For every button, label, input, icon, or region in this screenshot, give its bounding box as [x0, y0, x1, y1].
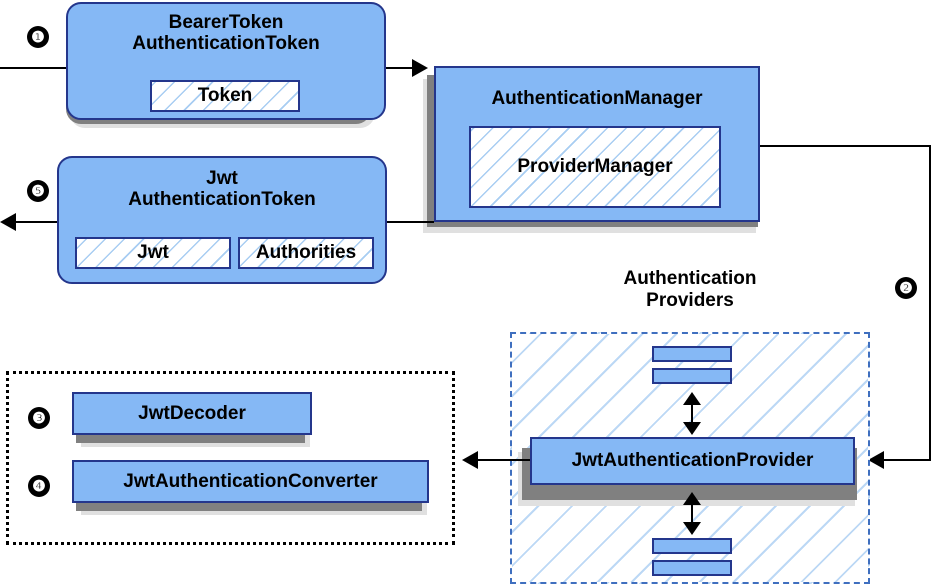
step-badge-1: ❶ — [27, 26, 49, 48]
incoming-request-line — [0, 67, 80, 69]
peer-provider-bar-3[interactable] — [652, 538, 732, 554]
peer-provider-bar-4[interactable] — [652, 560, 732, 576]
node-jwt-decoder-title: JwtDecoder — [138, 402, 246, 424]
peer-provider-bar-1[interactable] — [652, 346, 732, 362]
node-jwt-authentication-converter[interactable]: JwtAuthenticationConverter — [72, 460, 429, 503]
slot-authorities[interactable]: Authorities — [238, 237, 374, 269]
provider-link-arrow-down-top — [683, 422, 701, 435]
manager-to-provider-arrowhead — [868, 451, 884, 469]
node-bearer-token-title: BearerToken AuthenticationToken — [132, 12, 320, 55]
manager-to-provider-line-bottom — [884, 459, 930, 461]
step-badge-2: ❷ — [895, 277, 917, 299]
node-authentication-manager-title: AuthenticationManager — [491, 88, 703, 109]
provider-link-line-bottom — [691, 498, 693, 528]
manager-to-provider-line-vertical — [929, 145, 931, 461]
provider-link-line-top — [691, 398, 693, 428]
node-jwt-authentication-provider[interactable]: JwtAuthenticationProvider — [530, 437, 855, 485]
node-jwt-converter-title: JwtAuthenticationConverter — [123, 470, 378, 492]
manager-to-provider-line-top — [760, 145, 930, 147]
provider-to-support-line — [478, 459, 530, 461]
peer-provider-bar-2[interactable] — [652, 368, 732, 384]
jwt-support-container — [6, 371, 455, 545]
manager-to-jwt-token-line — [387, 221, 434, 223]
node-jwt-provider-title: JwtAuthenticationProvider — [571, 450, 814, 472]
node-jwt-token-title: Jwt AuthenticationToken — [128, 168, 316, 211]
provider-to-support-arrowhead — [462, 451, 478, 469]
node-bearer-token-authentication-token[interactable]: BearerToken AuthenticationToken — [66, 2, 386, 120]
provider-link-arrow-down-bottom — [683, 522, 701, 535]
bearer-to-manager-line — [386, 67, 415, 69]
slot-provider-manager[interactable]: ProviderManager — [469, 126, 721, 208]
step-badge-4: ❹ — [28, 475, 50, 497]
node-jwt-decoder[interactable]: JwtDecoder — [72, 392, 312, 435]
providers-group-label: Authentication Providers — [623, 268, 757, 311]
step-badge-5: ❺ — [27, 180, 49, 202]
step-badge-3: ❸ — [28, 407, 50, 429]
slot-jwt[interactable]: Jwt — [75, 237, 231, 269]
bearer-to-manager-arrowhead — [412, 59, 428, 77]
outgoing-response-arrowhead — [0, 213, 16, 231]
slot-token[interactable]: Token — [150, 80, 300, 112]
outgoing-response-line — [16, 221, 80, 223]
